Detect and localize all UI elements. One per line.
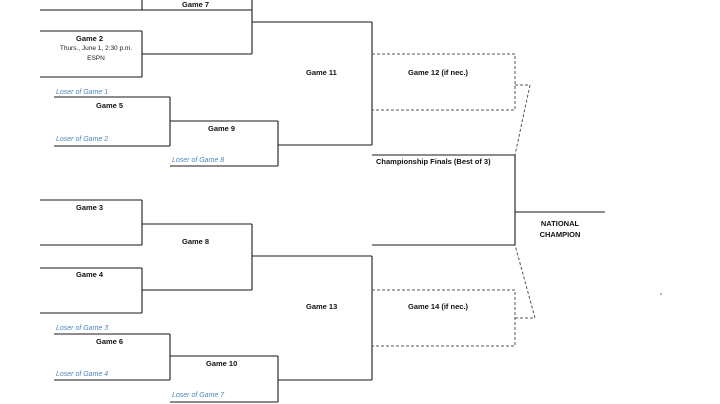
game-12-label: Game 12 (if nec.) [408, 68, 469, 77]
game-3-label: Game 3 [76, 203, 104, 212]
loser-of-game-4-slot: Loser of Game 4 [56, 371, 109, 378]
loser-of-game-7-slot: Loser of Game 7 [172, 392, 225, 399]
game-13-label: Game 13 [306, 302, 338, 311]
game-9-connector [54, 96, 279, 167]
game-8-connector [40, 199, 253, 314]
game-12-dashed [372, 53, 531, 156]
game-14-label: Game 14 (if nec.) [408, 302, 469, 311]
game-2-network: ESPN [87, 55, 105, 62]
game-8-label: Game 8 [182, 237, 210, 246]
game-10-connector [54, 333, 279, 403]
game-7-connector [40, 0, 253, 78]
national-champion-label: NATIONAL CHAMPION [530, 218, 590, 240]
game-14-dashed [372, 244, 536, 347]
game-10-label: Game 10 [206, 359, 238, 368]
championship-connector [514, 155, 605, 245]
game-13-connector [252, 244, 515, 381]
loser-of-game-8-slot: Loser of Game 8 [172, 157, 225, 164]
loser-of-game-2-slot: Loser of Game 2 [56, 136, 109, 143]
game-4-label: Game 4 [76, 270, 104, 279]
champion-line-2: CHAMPION [539, 230, 581, 239]
loser-of-game-3-slot: Loser of Game 3 [56, 325, 109, 332]
speck-mark [660, 293, 662, 295]
game-9-label: Game 9 [208, 124, 236, 133]
game-6-label: Game 6 [96, 337, 124, 346]
championship-finals-label: Championship Finals (Best of 3) [376, 157, 491, 166]
game-5-label: Game 5 [96, 101, 124, 110]
game-2-time: Thurs., June 1, 2:30 p.m. [59, 45, 133, 52]
game-11-connector [252, 21, 515, 156]
loser-of-game-1-slot: Loser of Game 1 [56, 89, 109, 96]
game-2-label: Game 2 [76, 34, 104, 43]
champion-line-1: NATIONAL [540, 219, 580, 228]
game-7-label: Game 7 [182, 0, 210, 9]
game-11-label: Game 11 [306, 68, 337, 77]
